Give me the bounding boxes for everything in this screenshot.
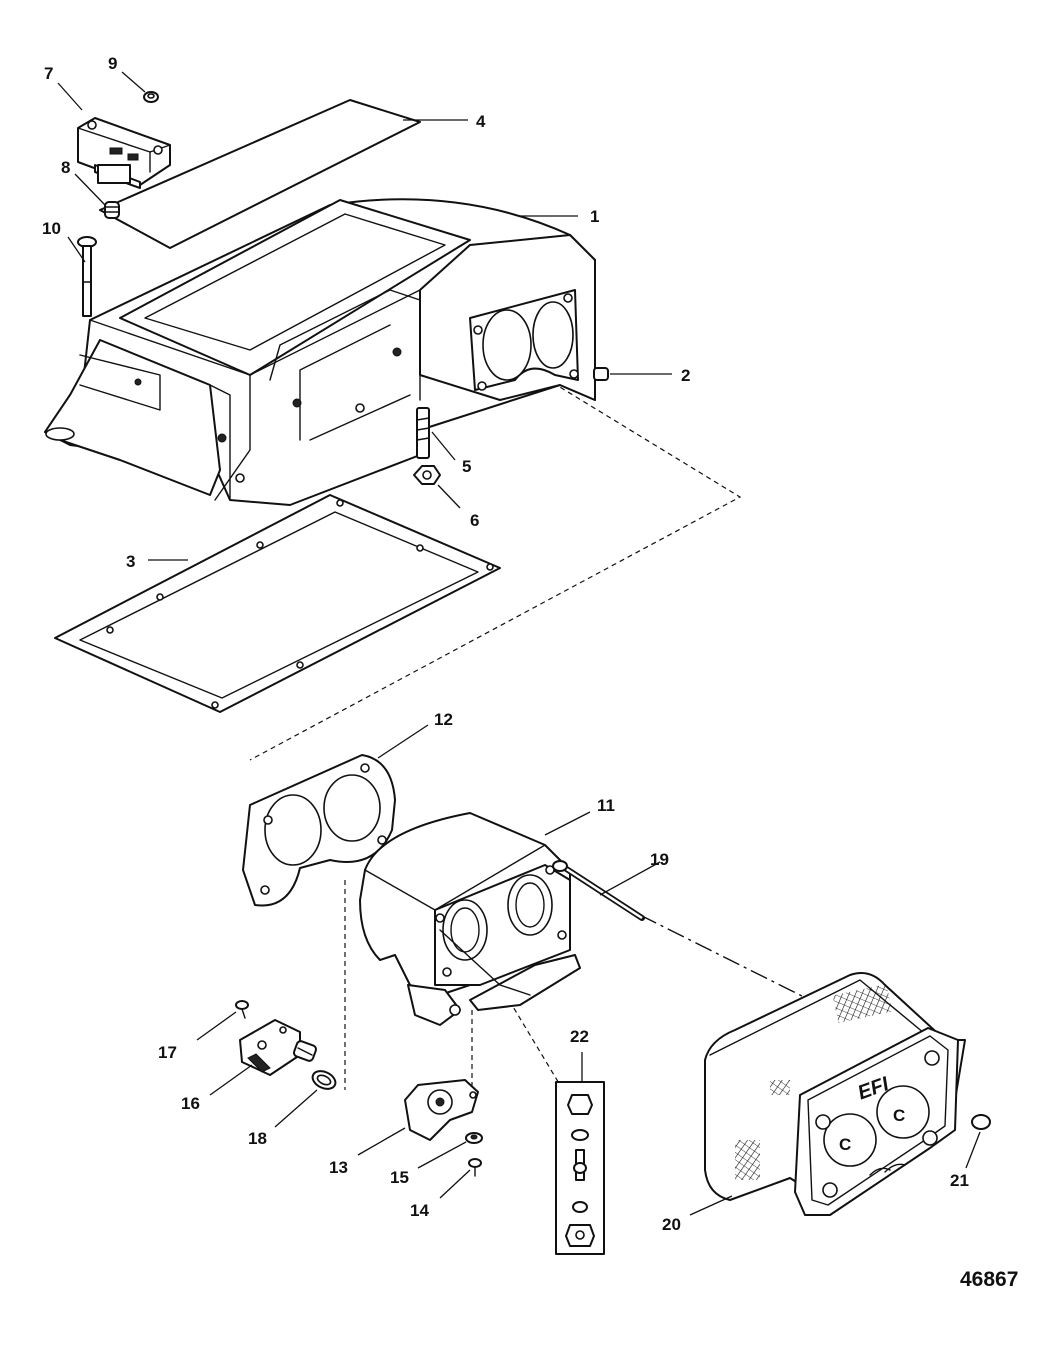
callout-15: 15 bbox=[390, 1168, 409, 1187]
callout-19: 19 bbox=[650, 850, 669, 869]
tube-marking-left: C bbox=[839, 1135, 851, 1154]
part-1-plenum-housing bbox=[44, 198, 596, 506]
callout-10: 10 bbox=[42, 219, 61, 238]
figure-id: 46867 bbox=[960, 1268, 1018, 1291]
callout-13: 13 bbox=[329, 1158, 348, 1177]
part-15-washer bbox=[465, 1132, 483, 1144]
part-11-throttle-body bbox=[359, 812, 581, 1026]
callout-9: 9 bbox=[108, 54, 117, 73]
callout-12: 12 bbox=[434, 710, 453, 729]
callout-1: 1 bbox=[590, 207, 599, 226]
part-20-flame-arrestor bbox=[704, 972, 966, 1216]
part-9-nut bbox=[143, 91, 159, 103]
callout-7: 7 bbox=[44, 64, 53, 83]
callout-11: 11 bbox=[597, 796, 615, 815]
tube-marking-right: C bbox=[893, 1106, 905, 1125]
callout-22: 22 bbox=[570, 1027, 589, 1046]
callout-3: 3 bbox=[126, 552, 135, 571]
callout-6: 6 bbox=[470, 511, 479, 530]
part-8-grommet bbox=[104, 201, 120, 219]
callout-8: 8 bbox=[61, 158, 70, 177]
callout-17: 17 bbox=[158, 1043, 177, 1062]
part-13-tps-sensor bbox=[404, 1079, 479, 1141]
callout-labels: 1 2 3 4 5 6 7 8 9 10 11 12 13 14 15 16 1… bbox=[42, 54, 969, 1234]
part-6-nut bbox=[413, 465, 441, 485]
callout-5: 5 bbox=[462, 457, 471, 476]
callout-21: 21 bbox=[950, 1171, 969, 1190]
callout-4: 4 bbox=[476, 112, 486, 131]
part-17-screw bbox=[235, 1000, 249, 1019]
part-22-hardware-kit bbox=[555, 1081, 605, 1255]
callout-18: 18 bbox=[248, 1129, 267, 1148]
part-21-nut bbox=[971, 1114, 991, 1130]
callout-20: 20 bbox=[662, 1215, 681, 1234]
part-18-o-ring bbox=[311, 1070, 337, 1090]
part-2-plug bbox=[593, 367, 609, 381]
callout-2: 2 bbox=[681, 366, 690, 385]
part-10-screw bbox=[77, 236, 97, 317]
part-7-sensor bbox=[77, 117, 171, 189]
callout-14: 14 bbox=[410, 1201, 429, 1220]
part-12-flange-gasket bbox=[242, 754, 396, 907]
leader-lines bbox=[57, 71, 981, 1216]
part-14-screw bbox=[468, 1158, 482, 1177]
callout-16: 16 bbox=[181, 1094, 200, 1113]
part-5-stud bbox=[416, 407, 430, 459]
part-16-iac-valve bbox=[239, 1019, 318, 1076]
part-4-plate bbox=[99, 99, 421, 249]
part-3-base-gasket bbox=[54, 494, 501, 713]
